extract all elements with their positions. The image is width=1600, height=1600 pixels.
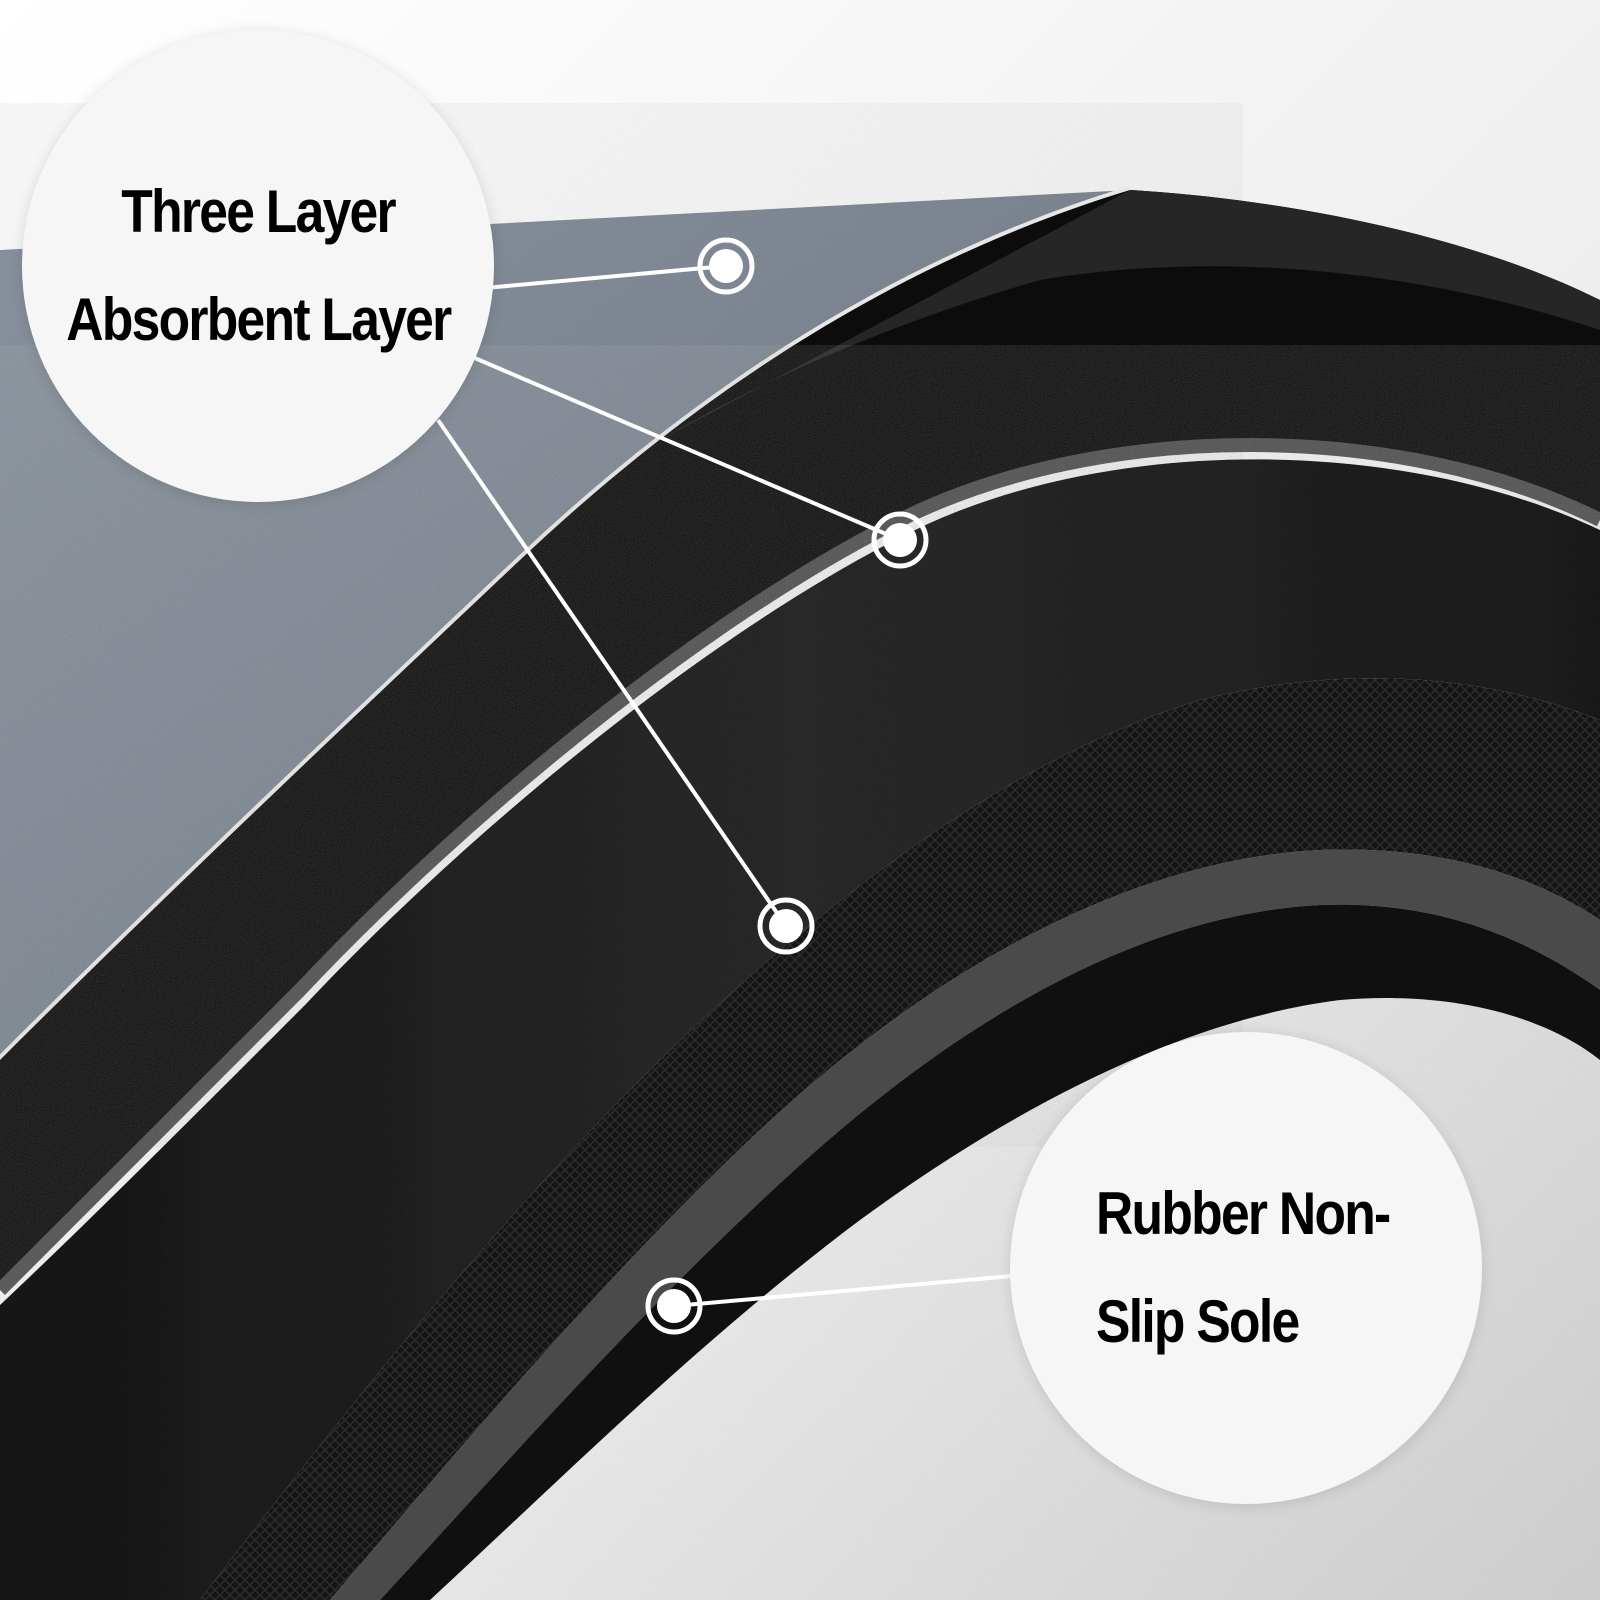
sole-edge-band — [330, 849, 1600, 1600]
callout-top-line2: Absorbent Layer — [65, 286, 452, 353]
marker-dot-foam — [757, 897, 815, 955]
marker-dot-middle — [871, 511, 929, 569]
black-layer-sheen — [660, 190, 1600, 440]
black-layer-edge — [0, 438, 1600, 1295]
callout-top-line1: Three Layer — [121, 178, 396, 245]
foam-middle-layer — [0, 459, 1600, 1600]
callout-absorbent-layer: Three Layer Absorbent Layer — [22, 30, 494, 502]
callout-dots — [645, 237, 929, 1335]
callout-bottom-line1: Rubber Non- — [1096, 1180, 1391, 1247]
leader-line-foam-layer — [436, 418, 788, 928]
marker-dot-sole — [645, 1277, 703, 1335]
leader-line-sole — [673, 1274, 1013, 1308]
sole-underside — [380, 904, 1600, 1600]
callout-rubber-sole: Rubber Non- Slip Sole — [1010, 1032, 1482, 1504]
black-middle-layer — [0, 190, 1600, 1290]
leader-line-middle-layer — [469, 354, 901, 542]
leader-line-top-layer — [484, 264, 727, 290]
marker-dot-top — [697, 237, 755, 295]
callout-bottom-line2: Slip Sole — [1096, 1288, 1300, 1355]
rubber-sole-layer — [200, 678, 1600, 1600]
callout-leader-lines — [436, 264, 1013, 1308]
